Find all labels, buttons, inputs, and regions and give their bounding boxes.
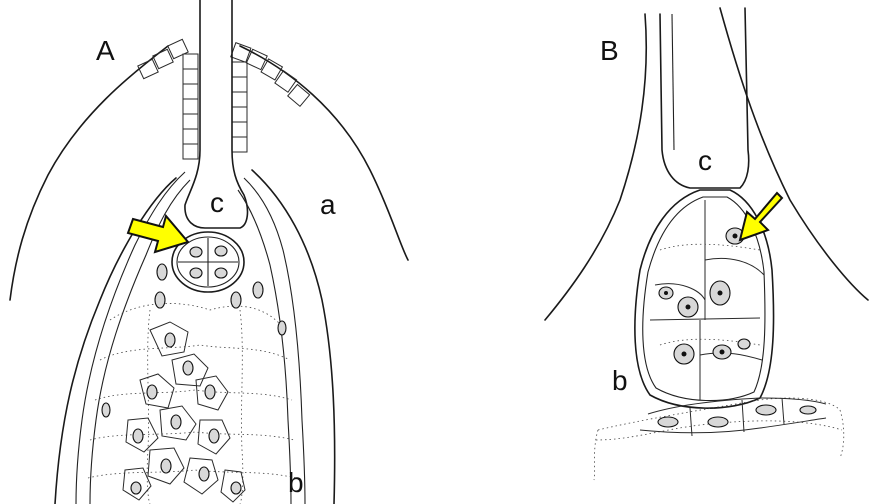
panel-b-left-outer-contour [545,14,646,320]
panel-b-label-b: b [612,365,628,396]
panel-a-far-right-contour [252,170,335,504]
panel-a-right-cell-row [231,43,310,152]
panel-b-canal-inner [672,14,674,150]
panel-a-tissue [88,264,296,504]
panel-a: A [10,0,408,504]
panel-a-label-a: a [320,189,336,220]
panel-a-left-outer-contour [10,46,168,300]
panel-a-label-c: c [210,187,224,218]
panel-a-arrow-icon [128,216,188,252]
panel-b: B [545,8,868,480]
panel-b-right-outer-contour [720,8,868,300]
panel-a-title: A [96,35,115,66]
panel-a-right-outer-contour [240,46,408,260]
panel-b-title: B [600,35,619,66]
panel-b-arrow-icon [740,193,782,240]
panel-a-label-b: b [288,467,304,498]
panel-b-label-c: c [698,145,712,176]
panel-a-right-sheath-inner [238,190,291,504]
panel-a-left-cell-row [138,39,198,159]
panel-b-cell-layer [594,398,844,480]
